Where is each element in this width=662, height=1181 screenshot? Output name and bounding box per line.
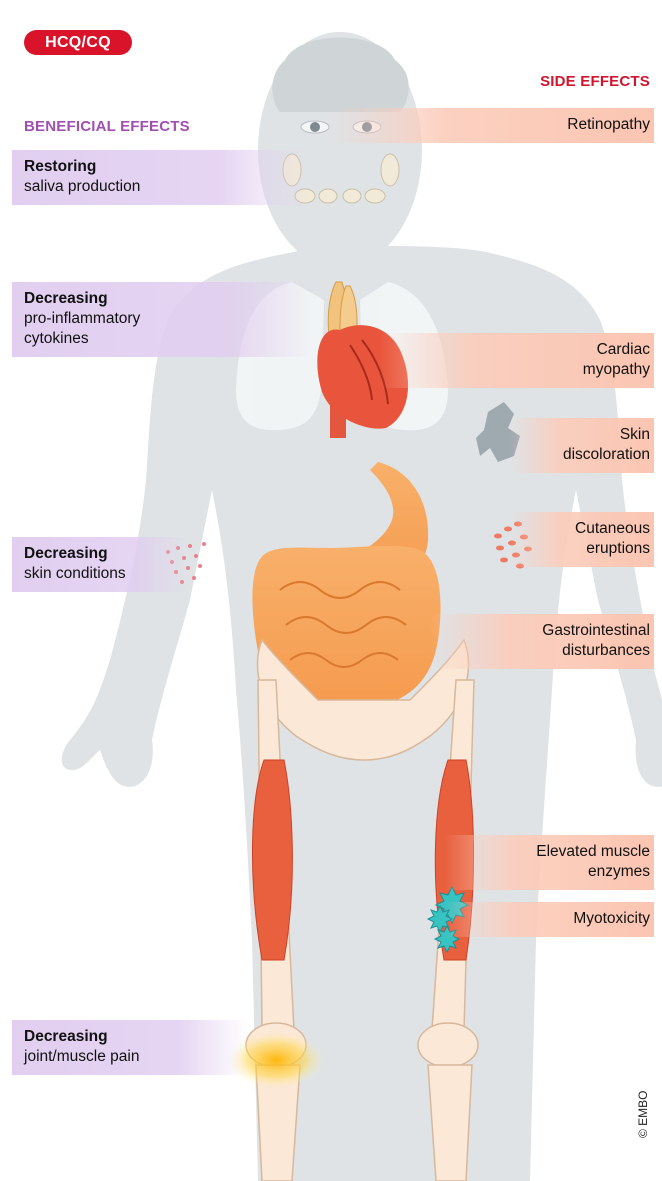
side-effect-cardiac: Cardiac myopathy (380, 333, 654, 388)
side-effects-title: SIDE EFFECTS (540, 73, 650, 90)
brain (272, 38, 408, 113)
side-effect-muscle-enzymes: Elevated muscle enzymes (445, 835, 654, 890)
side-effect-retinopathy: Retinopathy (330, 108, 654, 143)
beneficial-effects-title: BENEFICIAL EFFECTS (24, 118, 190, 135)
copyright: © EMBO (636, 1090, 650, 1138)
side-effect-gi: Gastrointestinal disturbances (430, 614, 654, 669)
side-effect-skin-discoloration: Skin discoloration (510, 418, 654, 473)
side-effect-cutaneous: Cutaneous eruptions (510, 512, 654, 567)
hcq-cq-badge: HCQ/CQ (24, 30, 132, 55)
side-effect-myotoxicity: Myotoxicity (445, 902, 654, 937)
